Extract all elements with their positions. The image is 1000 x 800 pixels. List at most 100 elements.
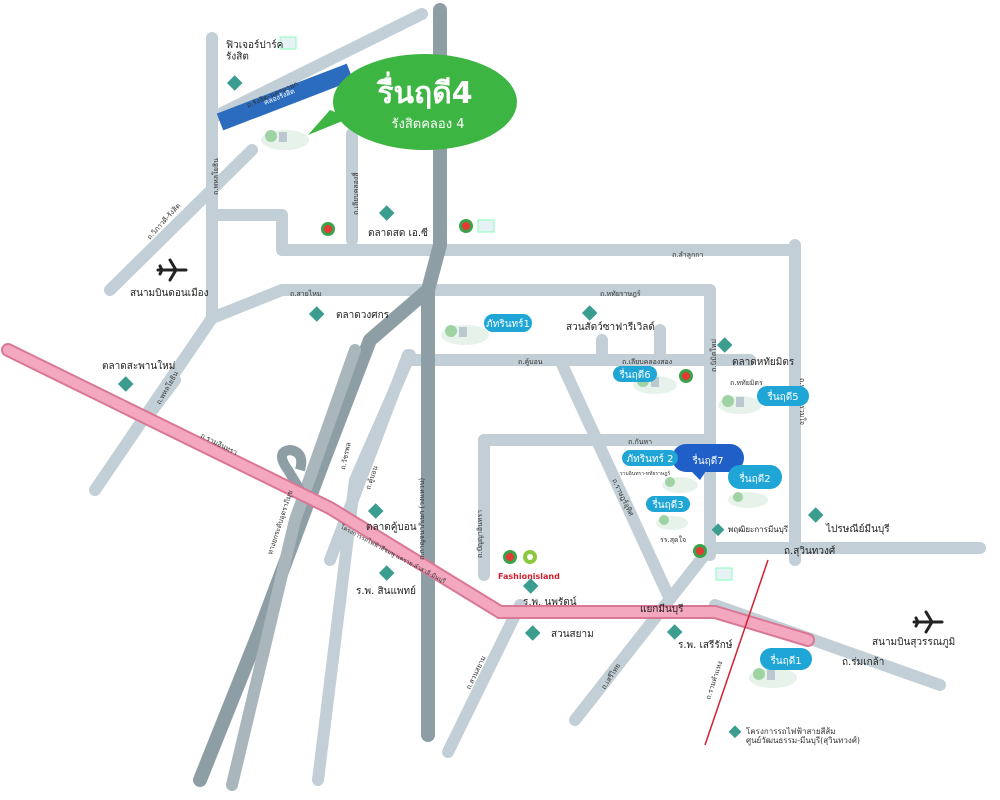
convenience-store-icon bbox=[693, 544, 707, 558]
label-skytrain-note: โครงการรถไฟฟ้าสายสีส้มศูนย์วัฒนธรรม-มีนบ… bbox=[746, 726, 860, 746]
label-talad-hathai: ตลาดหทัยมิตร bbox=[732, 357, 795, 368]
landmark-diamond-icon bbox=[378, 205, 395, 221]
label-rp-nopparat: ร.พ. นพรัตน์ bbox=[523, 596, 577, 608]
label-fashion-island: Fashionisland bbox=[498, 572, 560, 581]
road-rangsit-nakhonnayok bbox=[206, 8, 428, 124]
label-liap-khlong-si: ถ.เลียบคลองสี่ bbox=[351, 172, 360, 215]
minor-roads bbox=[89, 8, 986, 786]
label-hathai-mit: ถ.หทัยมิตร bbox=[730, 379, 763, 387]
label-talad-ac: ตลาดสด เอ.ซี bbox=[368, 227, 428, 239]
rail-pink-inner bbox=[3, 345, 813, 645]
place-labels: ฟิวเจอร์ปาร์ครังสิต ตลาดสด เอ.ซี สนามบิน… bbox=[102, 39, 955, 746]
label-nimit-mai: ถ.นิมิตใหม่ bbox=[709, 339, 718, 372]
landmark-diamond-icon bbox=[378, 565, 395, 581]
label-ramkhamhaeng: ถ.รามคำแหง bbox=[704, 660, 724, 700]
label-rp-serirak: ร.พ. เสรีรักษ์ bbox=[678, 639, 733, 651]
label-vertical-main: ถ.กาญจนาภิเษก (วงแหวน) bbox=[418, 478, 426, 560]
landmark-diamond-icon bbox=[117, 376, 134, 392]
bubble-sublabel: รามอินทรา-หทัยราษฎร์ bbox=[620, 470, 670, 477]
store-badge-icon bbox=[715, 567, 733, 581]
road-loop-ramp bbox=[277, 444, 307, 493]
convenience-store-icon bbox=[503, 550, 517, 564]
label-suvarnabhumi: สนามบินสุวรรณภูมิ bbox=[872, 637, 955, 648]
label-hathai-rat: ถ.หทัยราษฎร์ bbox=[600, 290, 641, 298]
landmark-diamond-icon bbox=[308, 306, 325, 322]
label-phahonyothin: ถ.พหลโยธิน bbox=[211, 158, 220, 195]
label-rr-sudcha: รร.สุดใจ bbox=[660, 535, 686, 544]
label-liap-sam: ถ.ปัญญาอินทรา bbox=[476, 510, 484, 558]
stores bbox=[279, 36, 733, 581]
label-sai-mai: ถ.สายไหม bbox=[290, 289, 322, 298]
label-talad-saphan-mai: ตลาดสะพานใหม่ bbox=[102, 360, 175, 372]
bubble-ruenrudee6[interactable]: รื่นฤดี6 bbox=[613, 366, 657, 382]
project-bubbles: ภัทรินทร์1 รื่นฤดี6 รื่นฤดี5 รื่นฤดี7 ภั… bbox=[484, 314, 812, 670]
bubble-label: รื่นฤดี2 bbox=[739, 471, 771, 485]
bubble-label: ภัทรินทร์ 2 bbox=[627, 453, 674, 465]
bubble-label: รื่นฤดี1 bbox=[770, 653, 802, 667]
landmark-diamond-icon bbox=[666, 624, 683, 640]
tree-house-logo-icon bbox=[662, 477, 698, 493]
landmark-diamond-icon bbox=[716, 337, 733, 353]
bubble-phatarin2[interactable]: ภัทรินทร์ 2 รามอินทรา-หทัยราษฎร์ bbox=[620, 450, 678, 477]
project-logos bbox=[261, 130, 797, 688]
airplane-icon bbox=[156, 258, 188, 282]
tree-house-logo-icon bbox=[728, 492, 768, 508]
label-wat-saiphon: ถ.วัชรพล bbox=[339, 442, 353, 471]
convenience-store-icon bbox=[679, 369, 693, 383]
canal-rangsit bbox=[216, 63, 354, 131]
landmark-diamond-icon bbox=[522, 578, 539, 594]
road-express bbox=[193, 283, 435, 787]
bubble-label: ภัทรินทร์1 bbox=[486, 318, 530, 330]
convenience-store-icon bbox=[321, 222, 335, 236]
tree-house-logo-icon bbox=[718, 395, 762, 414]
bubble-phatarin1[interactable]: ภัทรินทร์1 bbox=[484, 314, 532, 332]
tree-house-logo-icon bbox=[656, 515, 688, 530]
road-vibhavadi bbox=[104, 144, 258, 296]
bubble-label: รื่นฤดี6 bbox=[619, 367, 651, 381]
landmark-diamond-icon bbox=[226, 75, 243, 91]
bubble-label: รื่นฤดี5 bbox=[767, 389, 799, 403]
airplane-icon bbox=[912, 610, 944, 634]
label-phanya-minburi: พฤฒิยะการมีนบุรี bbox=[728, 525, 789, 534]
bubble-ruenrudee5[interactable]: รื่นฤดี5 bbox=[757, 386, 809, 406]
label-talad-wongsakorn: ตลาดวงศกร bbox=[336, 310, 390, 321]
bubble-ruenrudee7[interactable]: รื่นฤดี7 bbox=[672, 444, 744, 480]
label-talad-khu-bon: ตลาดคู้บอน bbox=[366, 521, 417, 533]
callout-ruenrudee4: รื่นฤดี4 รังสิตคลอง 4 bbox=[308, 54, 517, 150]
tree-house-logo-icon bbox=[261, 130, 309, 150]
callout-title: รื่นฤดี4 bbox=[377, 71, 473, 111]
label-lam-luk-ka: ถ.ลำลูกกา bbox=[672, 251, 703, 259]
label-don-mueang: สนามบินดอนเมือง bbox=[130, 287, 209, 299]
convenience-store-icon bbox=[459, 219, 473, 233]
road-khu-bon-v bbox=[324, 349, 414, 566]
label-suwinthawong: ถ.สุวินทวงศ์ bbox=[784, 545, 836, 557]
road-seri-thai bbox=[569, 542, 716, 726]
store-badge-icon bbox=[279, 36, 297, 50]
bubble-label: รื่นฤดี7 bbox=[692, 453, 724, 467]
label-khu-bon: ถ.คู้บอน bbox=[518, 358, 543, 366]
label-rp-sinphaet: ร.พ. สินแพทย์ bbox=[356, 585, 416, 597]
road-express-lower bbox=[226, 344, 361, 791]
label-rom-klao: ถ.ร่มเกล้า bbox=[842, 656, 884, 668]
tree-house-logo-icon bbox=[749, 668, 797, 688]
label-kan-ha: ถ.กันหา bbox=[628, 438, 652, 446]
bubble-label: รื่นฤดี3 bbox=[652, 497, 684, 511]
tree-house-logo-icon bbox=[441, 325, 489, 345]
label-liap-khlong-song: ถ.เลียบคลองสอง bbox=[622, 358, 672, 366]
callout-subtitle: รังสิตคลอง 4 bbox=[392, 117, 465, 132]
landmark-diamond-icon bbox=[711, 523, 725, 537]
landmark-diamond-icon bbox=[581, 305, 598, 321]
bubble-ruenrudee1[interactable]: รื่นฤดี1 bbox=[760, 648, 812, 670]
label-post-minburi: ไปรษณีย์มีนบุรี bbox=[825, 523, 890, 535]
label-yaek-minburi: แยกมีนบุรี bbox=[640, 603, 684, 615]
road-sai-mai-left bbox=[206, 284, 716, 324]
convenience-store-icon bbox=[523, 550, 537, 564]
label-future-park: ฟิวเจอร์ปาร์ครังสิต bbox=[226, 39, 283, 63]
bubble-ruenrudee3[interactable]: รื่นฤดี3 bbox=[646, 496, 690, 512]
bubble-ruenrudee2[interactable]: รื่นฤดี2 bbox=[728, 465, 782, 489]
road-suan-siam bbox=[442, 599, 526, 758]
store-badge-icon bbox=[477, 219, 495, 233]
label-suan-siam: สวนสยาม bbox=[551, 629, 594, 640]
